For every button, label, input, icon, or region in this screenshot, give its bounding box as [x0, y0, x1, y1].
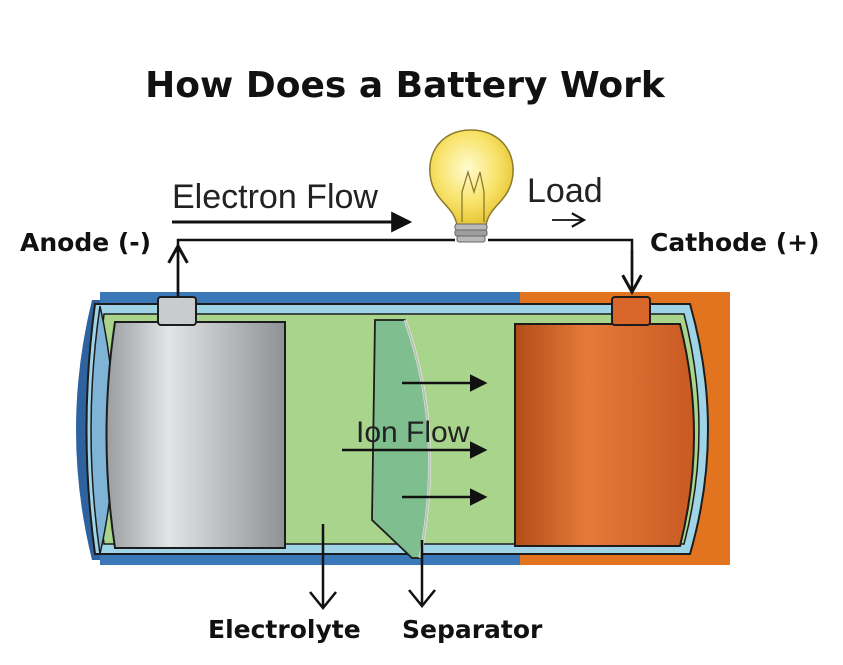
cathode-terminal: [611, 296, 651, 326]
load-label: Load: [527, 172, 603, 210]
ion-flow-arrows: [342, 374, 488, 506]
anode-cylinder: [105, 296, 286, 549]
electrolyte-pointer-head: [309, 591, 337, 610]
cathode-cylinder: [514, 296, 695, 547]
anode-label: Anode (-): [20, 228, 151, 257]
circuit-wire: [176, 238, 634, 297]
cathode-label: Cathode (+): [650, 228, 820, 257]
anode-terminal: [157, 296, 197, 326]
ion-flow-label: Ion Flow: [356, 416, 470, 449]
light-bulb-icon: [429, 129, 514, 243]
page-title: How Does a Battery Work: [145, 65, 666, 106]
electron-flow-label: Electron Flow: [172, 178, 378, 216]
separator-label: Separator: [402, 615, 543, 644]
electrolyte-label: Electrolyte: [208, 615, 361, 644]
separator-pointer-head: [408, 589, 436, 608]
separator-membrane: [371, 319, 432, 559]
